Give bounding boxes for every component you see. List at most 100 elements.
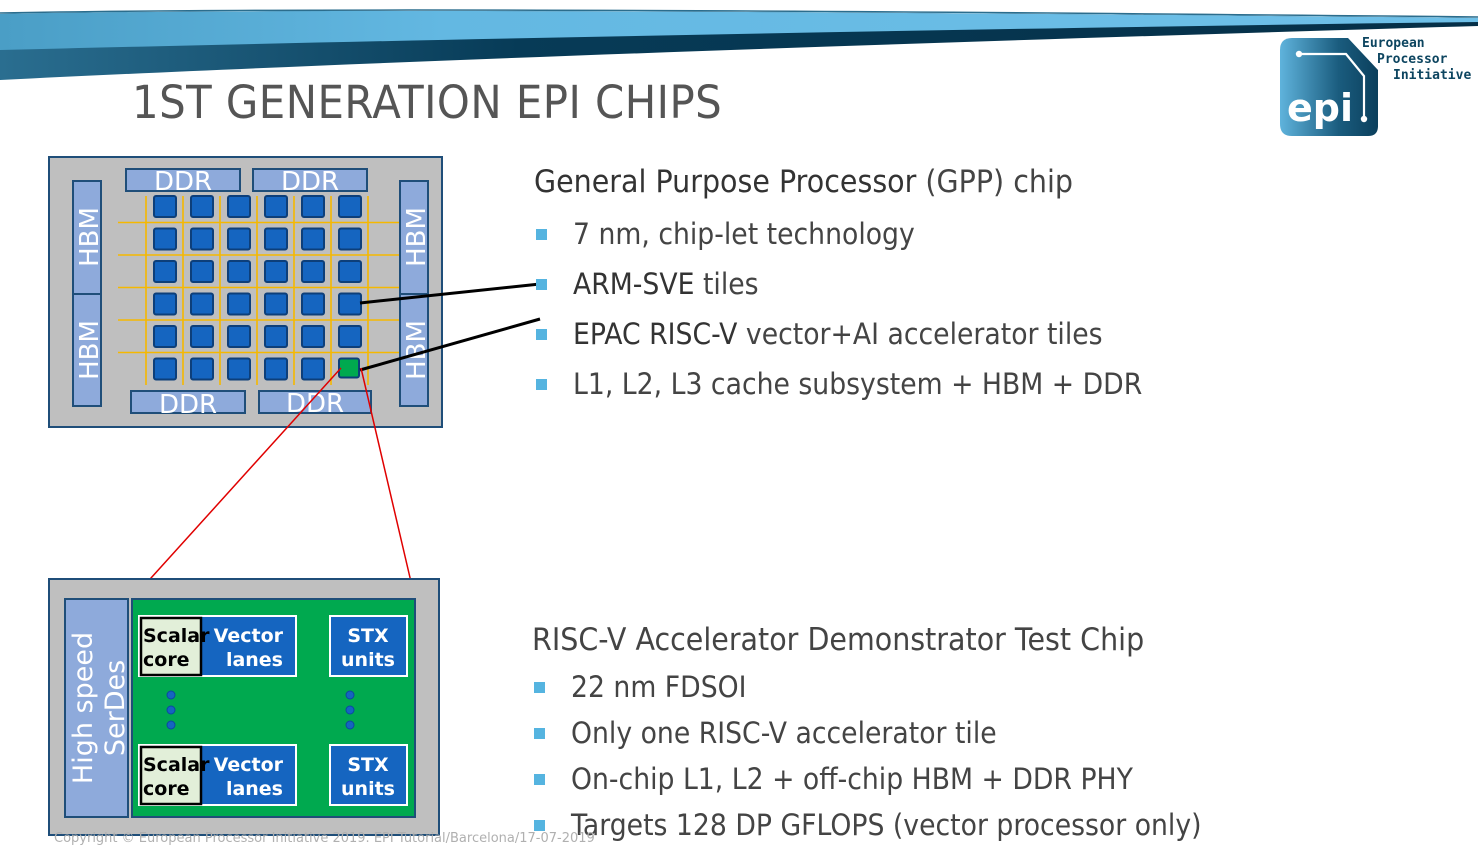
ellipsis-dots-right [345, 690, 355, 730]
epac-risc-v-tile [338, 357, 360, 379]
arm-sve-tile [338, 292, 362, 316]
gpp-heading-main: General Purpose Processor [534, 164, 917, 200]
arm-sve-tile [227, 325, 251, 348]
bullet-square-icon [536, 328, 547, 340]
svg-text:units: units [341, 649, 395, 671]
serdes-block: High speed SerDes [64, 598, 131, 818]
test-chip-bullet-3: On-chip L1, L2 + off-chip HBM + DDR PHY [534, 759, 1182, 799]
svg-text:Scalar: Scalar [143, 754, 210, 776]
gpp-heading: General Purpose Processor (GPP) chip [534, 164, 1073, 200]
stx-unit-bottom: STX units [329, 744, 408, 806]
arm-sve-tile [227, 227, 251, 251]
arm-sve-tile [301, 292, 325, 316]
hbm-right-top: HBM [399, 180, 432, 295]
epi-logo-mark-icon: epi [1280, 38, 1378, 136]
zoom-line-right [360, 367, 416, 600]
gpp-bullet-3: EPAC RISC-V vector+AI accelerator tiles [536, 314, 1149, 354]
arm-sve-tile [227, 292, 251, 316]
arm-sve-tile [264, 227, 288, 251]
epi-logo: epi European Processor Initiative [1278, 36, 1478, 140]
arm-sve-tile [301, 227, 325, 251]
svg-text:Vector: Vector [214, 625, 284, 647]
vector-unit-bottom: Scalar core Vector lanes [138, 744, 297, 806]
copyright-footer: Copyright © European Processor Initiativ… [54, 831, 595, 846]
zoom-line-left [131, 367, 342, 600]
arm-sve-tile [338, 325, 362, 348]
test-chip-bullet-1: 22 nm FDSOI [534, 667, 762, 707]
bullet-square-icon [536, 278, 547, 290]
svg-text:Scalar: Scalar [143, 625, 210, 647]
bullet-square-icon [536, 378, 547, 390]
svg-text:DDR: DDR [154, 167, 212, 197]
connector-epac [359, 317, 541, 372]
arm-sve-tile [301, 260, 325, 283]
svg-text:SerDes: SerDes [100, 660, 131, 756]
arm-sve-tile [190, 292, 214, 316]
svg-text:core: core [143, 778, 190, 800]
vector-unit-top: Scalar Scalar core Vector lanes [138, 615, 297, 677]
slide-title: 1ST GENERATION EPI CHIPS [132, 76, 723, 129]
bullet-square-icon [534, 773, 545, 785]
svg-text:lanes: lanes [226, 778, 283, 800]
stx-unit-top: STX units [329, 615, 408, 677]
arm-sve-tile [190, 357, 214, 381]
svg-text:High speed: High speed [68, 632, 99, 784]
tile-grid [153, 195, 362, 381]
arm-sve-tile [301, 195, 325, 218]
test-chip-bullet-4: Targets 128 DP GFLOPS (vector processor … [534, 805, 1256, 845]
svg-text:HBM: HBM [75, 320, 105, 380]
arm-sve-tile [153, 292, 177, 316]
arm-sve-tile [264, 357, 288, 381]
hbm-left-bottom: HBM [72, 293, 105, 407]
svg-text:DDR: DDR [286, 389, 344, 419]
ddr-top-left: DDR [125, 167, 241, 197]
ellipsis-dots-left [166, 690, 176, 730]
bullet-square-icon [534, 727, 545, 739]
arm-sve-tile [190, 325, 214, 348]
svg-text:DDR: DDR [159, 390, 217, 420]
hbm-left-top: HBM [72, 180, 105, 295]
test-chip-heading: RISC-V Accelerator Demonstrator Test Chi… [532, 622, 1145, 658]
arm-sve-tile [227, 195, 251, 218]
arm-sve-tile [227, 260, 251, 283]
arm-sve-tile [190, 195, 214, 218]
arm-sve-tile [338, 195, 362, 218]
test-chip-bullet-2: Only one RISC-V accelerator tile [534, 713, 1034, 753]
svg-text:STX: STX [347, 625, 389, 647]
svg-text:HBM: HBM [75, 207, 105, 267]
bullet-square-icon [534, 819, 545, 831]
header-banner [0, 9, 1478, 80]
svg-text:DDR: DDR [281, 167, 339, 197]
svg-text:STX: STX [347, 754, 389, 776]
logo-text-processor: Processor [1377, 52, 1448, 67]
svg-text:lanes: lanes [226, 649, 283, 671]
ddr-bottom-left: DDR [130, 390, 246, 420]
logo-text-european: European [1362, 36, 1425, 51]
svg-text:Vector: Vector [214, 754, 284, 776]
gpp-bullet-4: L1, L2, L3 cache subsystem + HBM + DDR [536, 364, 1192, 404]
arm-sve-tile [338, 227, 362, 251]
bullet-square-icon [536, 228, 547, 240]
arm-sve-tile [227, 357, 251, 381]
arm-sve-tile [264, 260, 288, 283]
svg-text:HBM: HBM [402, 207, 432, 267]
logo-text-initiative: Initiative [1393, 68, 1472, 83]
arm-sve-tile [190, 227, 214, 251]
ddr-bottom-right: DDR [258, 389, 372, 419]
ddr-top-right: DDR [252, 167, 368, 197]
arm-sve-tile [153, 260, 177, 283]
arm-sve-tile [153, 195, 177, 218]
scalar-core-top [139, 616, 203, 677]
arm-sve-tile [190, 260, 214, 283]
gpp-bullet-2: ARM-SVE tiles [536, 264, 775, 304]
arm-sve-tile [153, 325, 177, 348]
arm-sve-tile [264, 195, 288, 218]
gpp-bullet-1: 7 nm, chip-let technology [536, 214, 945, 254]
arm-sve-tile [153, 357, 177, 381]
noc-mesh-grid [118, 196, 400, 385]
arm-sve-tile [338, 260, 362, 283]
svg-text:core: core [143, 649, 190, 671]
svg-text:units: units [341, 778, 395, 800]
connector-arm-sve [359, 282, 541, 305]
arm-sve-tile [153, 227, 177, 251]
